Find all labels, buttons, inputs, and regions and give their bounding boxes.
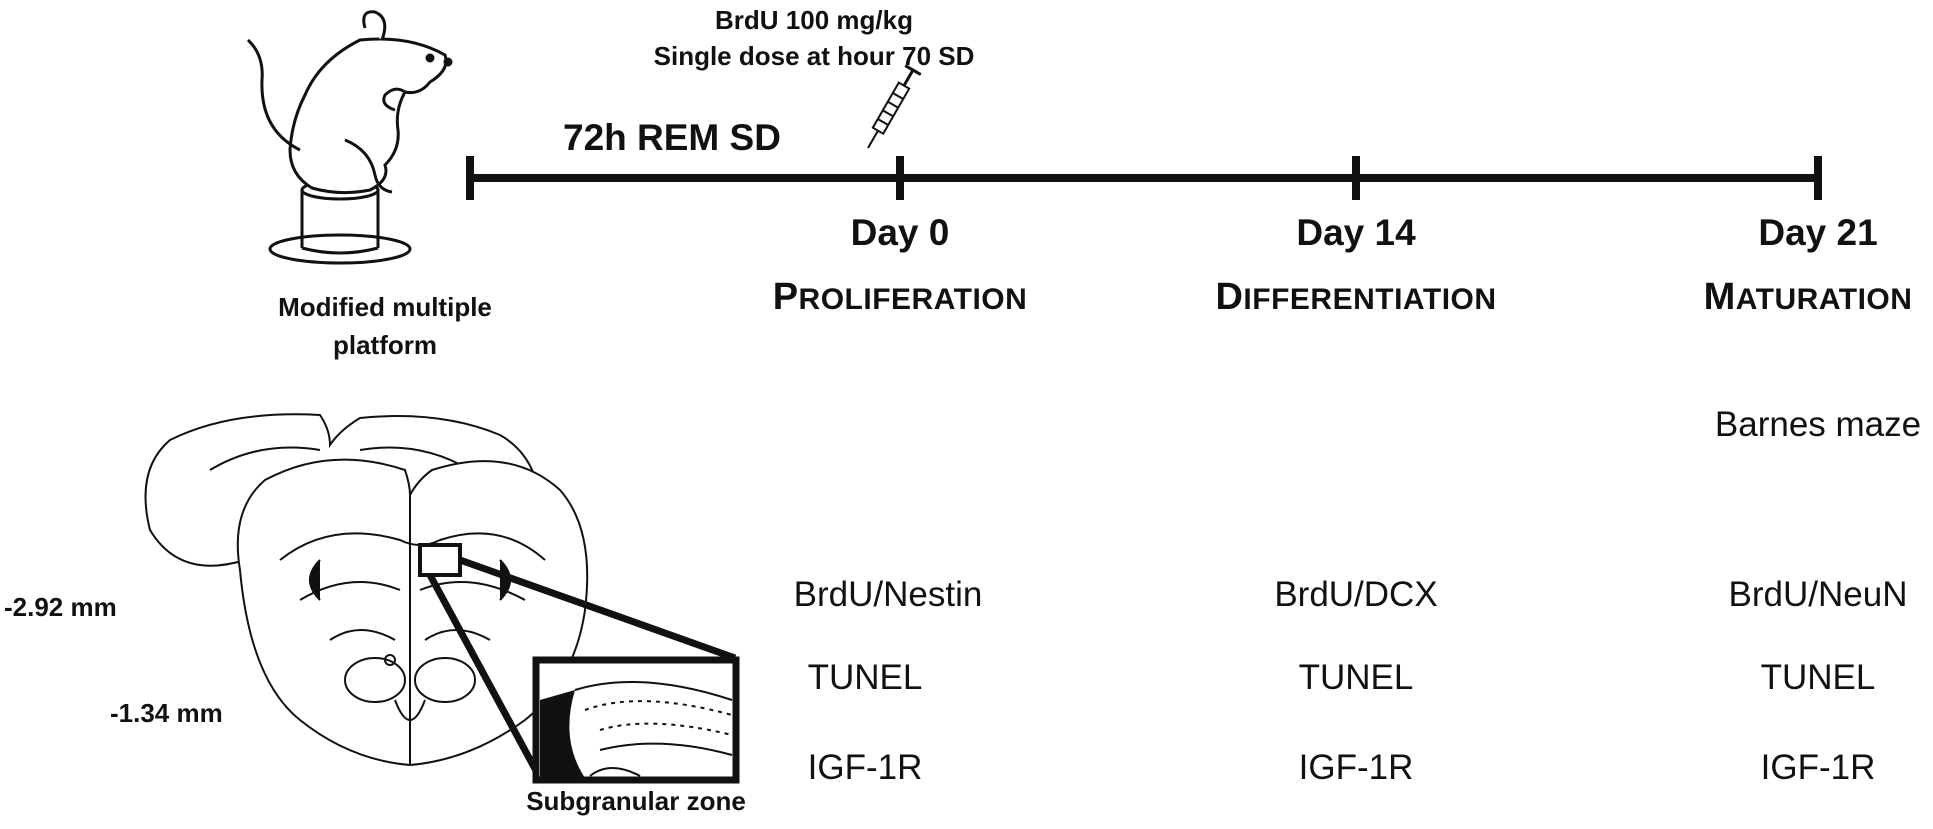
brain-section-illustration bbox=[144, 413, 589, 767]
day14-marker-1: BrdU/DCX bbox=[1274, 575, 1438, 614]
timeline bbox=[466, 156, 1822, 200]
platform-label-line2: platform bbox=[332, 330, 437, 360]
sd-duration-label: 72h REM SD bbox=[563, 117, 781, 158]
syringe-icon bbox=[867, 64, 922, 149]
coordinate-front-label: -1.34 mm bbox=[110, 698, 223, 728]
day0-marker-2: TUNEL bbox=[807, 658, 923, 697]
platform-label-line1: Modified multiple bbox=[278, 292, 492, 322]
phase-maturation: MATURATION bbox=[1703, 276, 1913, 318]
day21-marker-2: TUNEL bbox=[1760, 658, 1876, 697]
day21-label: Day 21 bbox=[1758, 212, 1878, 253]
day0-marker-3: IGF-1R bbox=[807, 748, 923, 787]
phase-differentiation: DIFFERENTIATION bbox=[1215, 276, 1497, 318]
injection-dose: BrdU 100 mg/kg bbox=[715, 5, 913, 35]
subgranular-zone-inset bbox=[532, 656, 740, 784]
injection-label: BrdU 100 mg/kg Single dose at hour 70 SD bbox=[654, 2, 975, 74]
behavior-test-label: Barnes maze bbox=[1714, 405, 1922, 444]
subgranular-zone-label: Subgranular zone bbox=[526, 786, 746, 816]
day21-marker-1: BrdU/NeuN bbox=[1728, 575, 1908, 614]
rat-on-platform-illustration bbox=[246, 10, 453, 265]
day14-marker-3: IGF-1R bbox=[1298, 748, 1414, 787]
day14-label: Day 14 bbox=[1296, 212, 1416, 253]
day0-label: Day 0 bbox=[850, 212, 950, 253]
day21-marker-3: IGF-1R bbox=[1760, 748, 1876, 787]
day0-marker-1: BrdU/Nestin bbox=[793, 575, 983, 614]
phase-proliferation: PROLIFERATION bbox=[772, 276, 1028, 318]
coordinate-back-label: -2.92 mm bbox=[4, 592, 117, 622]
zoom-lines bbox=[426, 556, 737, 780]
injection-timing: Single dose at hour 70 SD bbox=[653, 41, 975, 71]
day14-marker-2: TUNEL bbox=[1298, 658, 1414, 697]
platform-label: Modified multiple platform bbox=[278, 288, 492, 364]
